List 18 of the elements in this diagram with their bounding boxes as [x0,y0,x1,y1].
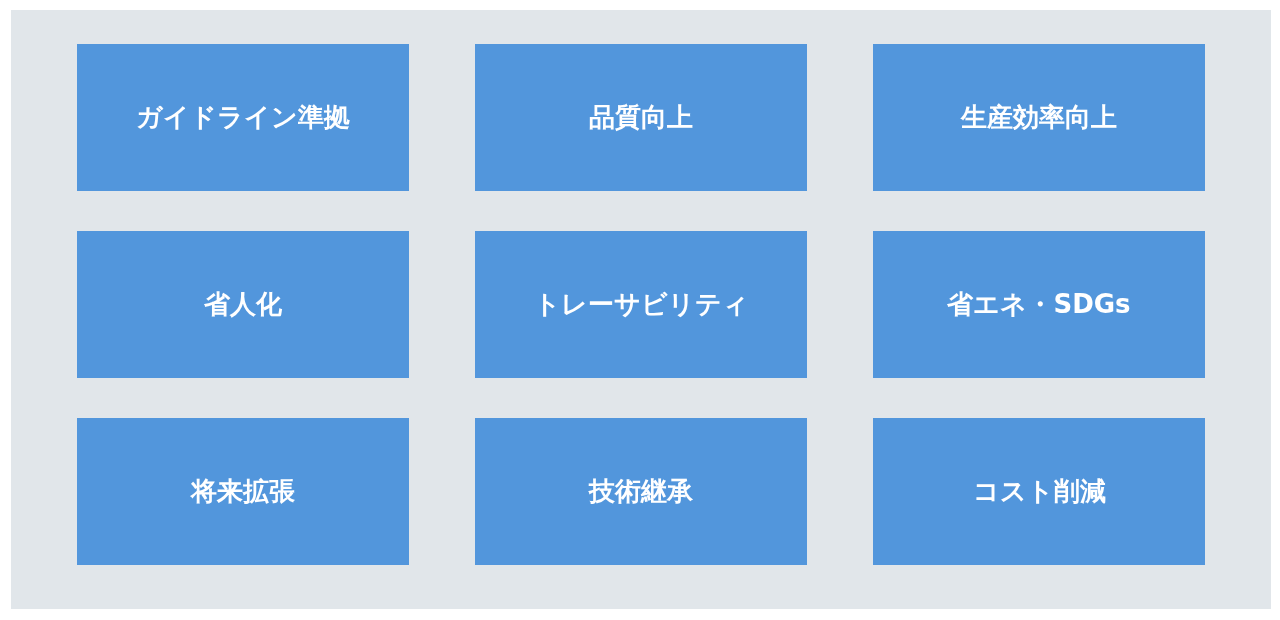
feature-box [77,44,409,191]
box-label: 技術継承 [589,475,693,508]
feature-box [873,44,1205,191]
feature-box [475,44,807,191]
box-label: トレーサビリティ [533,288,749,321]
box-label: 品質向上 [589,101,693,134]
feature-box [77,231,409,378]
box-label: 省人化 [204,288,282,321]
box-label: ガイドライン準拠 [136,101,350,134]
box-label: 将来拡張 [191,475,295,508]
feature-box [475,418,807,565]
box-label: コスト削減 [972,475,1106,508]
feature-box [873,418,1205,565]
feature-box [77,418,409,565]
feature-box [475,231,807,378]
feature-box [873,231,1205,378]
box-label: 生産効率向上 [961,101,1117,134]
box-label: 省エネ・SDGs [947,288,1131,321]
